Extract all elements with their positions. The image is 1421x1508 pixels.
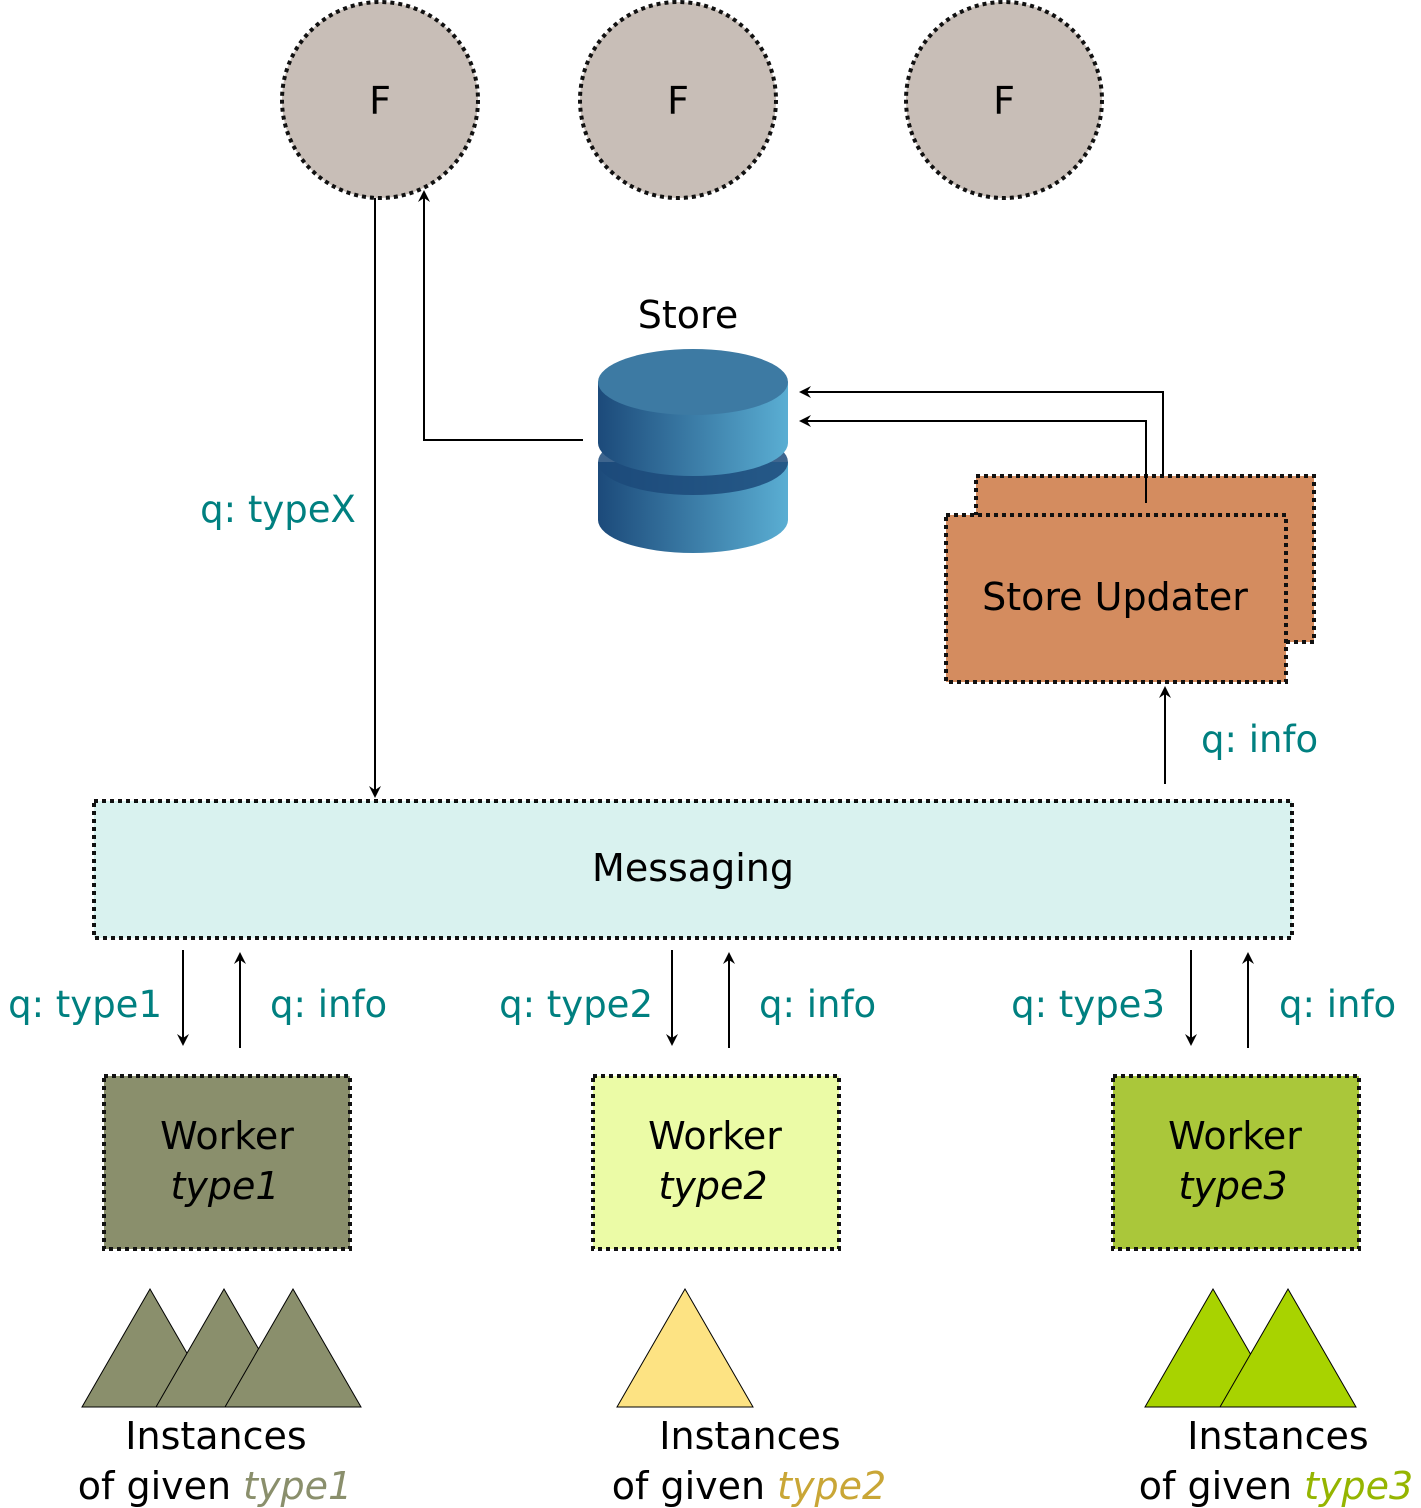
worker-type2-box (591, 1074, 841, 1251)
instances-type1-line2: of given type1 (78, 1464, 353, 1508)
messaging-bus: Messaging (92, 799, 1294, 940)
f-node: F (280, 0, 480, 200)
store-label: Store (638, 293, 738, 337)
instances-type3-group: Instances of given type3 (1139, 1287, 1414, 1508)
store-updater-front-card (944, 513, 1288, 684)
f-node: F (578, 0, 778, 200)
queue-worker3-info-label: q: info (1279, 983, 1396, 1026)
worker-type3: Worker type3 (1111, 1074, 1361, 1251)
instances-type3-line2: of given type3 (1139, 1464, 1414, 1508)
worker-type2-title: Worker (648, 1114, 782, 1158)
messaging-box (92, 799, 1294, 940)
worker-type1-type: type1 (170, 1164, 279, 1208)
store-updater: Store Updater (944, 474, 1316, 684)
messaging-label: Messaging (592, 846, 794, 890)
store-to-f-arrow (418, 190, 583, 441)
updater-to-store-arrow-2 (799, 415, 1147, 503)
worker-type3-title: Worker (1168, 1114, 1302, 1158)
worker-type1-box (102, 1074, 352, 1251)
f-node-label: F (993, 79, 1015, 123)
f-node-label: F (369, 79, 391, 123)
instance-type2-triangle (616, 1287, 754, 1408)
queue-worker2-info-label: q: info (759, 983, 876, 1026)
instances-type1-line1: Instances (125, 1414, 306, 1458)
instances-type1-group: Instances of given type1 (78, 1287, 362, 1508)
queue-worker1-info-label: q: info (270, 983, 387, 1026)
queue-type3-label: q: type3 (1011, 983, 1165, 1026)
f-node-label: F (667, 79, 689, 123)
worker-type1: Worker type1 (102, 1074, 352, 1251)
worker-type3-type: type3 (1178, 1164, 1287, 1208)
f-node-circle (280, 0, 480, 200)
queue-type2-label: q: type2 (499, 983, 653, 1026)
instance-type3-triangle (1219, 1287, 1357, 1408)
store-database: Store (598, 293, 788, 553)
queue-updater-info-label: q: info (1201, 718, 1318, 761)
worker-type2-type: type2 (658, 1164, 767, 1208)
worker-type1-title: Worker (160, 1114, 294, 1158)
instances-type2-line1: Instances (659, 1414, 840, 1458)
updater-to-store-arrow-1 (799, 386, 1164, 476)
f-node-circle (904, 0, 1104, 200)
worker-type3-box (1111, 1074, 1361, 1251)
store-updater-label: Store Updater (982, 575, 1248, 619)
f-node: F (904, 0, 1104, 200)
instance-type1-triangle (224, 1287, 362, 1408)
store-cylinder-lid (598, 349, 788, 415)
instances-type2-line2: of given type2 (612, 1464, 887, 1508)
instances-type3-line1: Instances (1187, 1414, 1368, 1458)
queue-type1-label: q: type1 (8, 983, 162, 1026)
f-node-circle (578, 0, 778, 200)
queue-typex-label: q: typeX (200, 488, 356, 531)
instances-type2-group: Instances of given type2 (612, 1287, 887, 1508)
worker-type2: Worker type2 (591, 1074, 841, 1251)
